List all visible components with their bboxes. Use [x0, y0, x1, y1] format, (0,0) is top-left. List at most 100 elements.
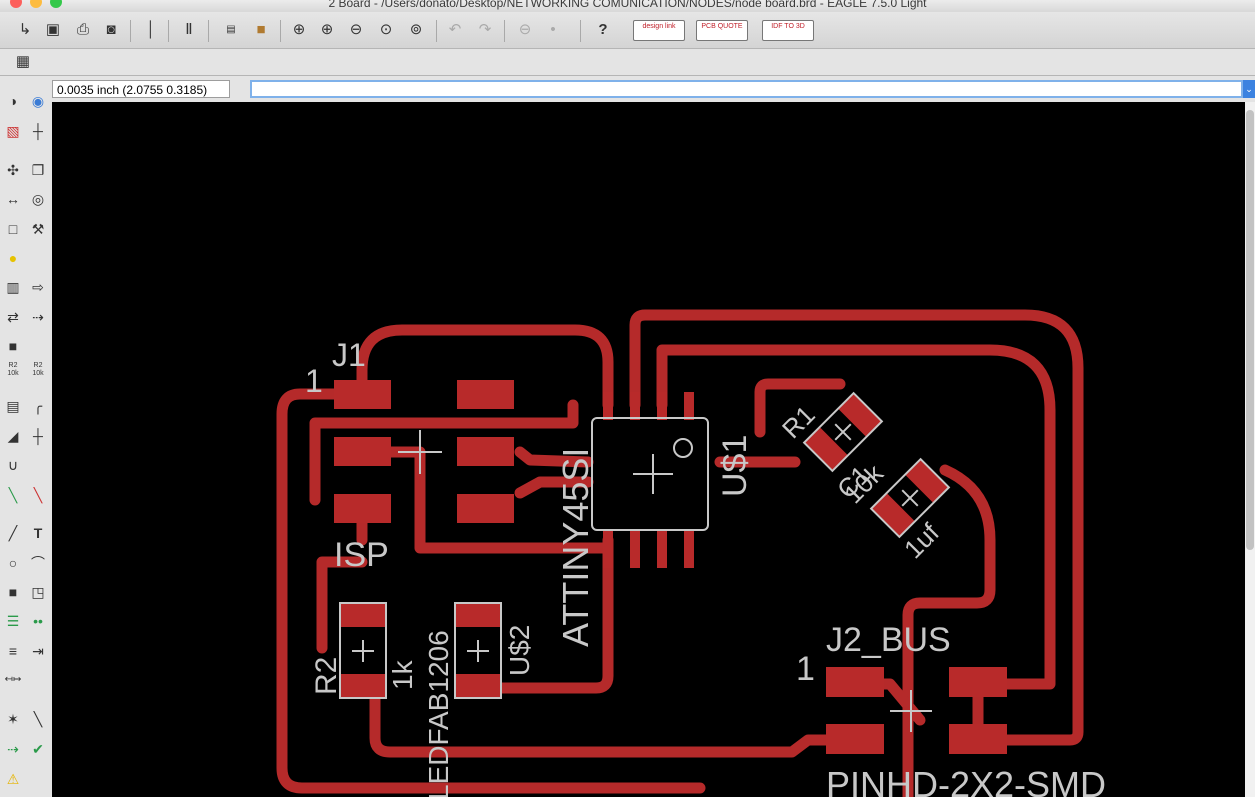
lock-icon[interactable]: ⇢: [32, 309, 44, 325]
errors-icon[interactable]: ⚠: [6, 771, 20, 787]
delete-icon[interactable]: ▥: [6, 279, 20, 295]
split-icon[interactable]: ╭: [33, 398, 43, 414]
use-library-icon[interactable]: │: [146, 21, 156, 38]
pad: [804, 427, 848, 471]
pad: [455, 603, 501, 627]
origin-cross: [834, 423, 852, 441]
r1-outline: [802, 391, 884, 473]
replace-icon[interactable]: ⇄: [7, 309, 19, 325]
pad: [905, 459, 949, 503]
go-icon[interactable]: •: [550, 21, 556, 38]
hole-icon[interactable]: ≡: [8, 643, 18, 659]
print-icon[interactable]: ⎙: [76, 21, 89, 38]
label-attiny: ATTINY45SI: [555, 448, 596, 647]
miter-icon[interactable]: ▤: [6, 398, 20, 414]
origin-cross: [901, 489, 919, 507]
pcb-quote-button[interactable]: PCB QUOTE: [696, 20, 748, 41]
move-icon[interactable]: ✣: [7, 162, 19, 178]
display-icon[interactable]: ▧: [6, 123, 20, 139]
toolbar-separator: [168, 20, 169, 42]
paste-icon[interactable]: ●: [8, 250, 18, 266]
minimize-window-button[interactable]: [30, 0, 42, 8]
text-tool-icon[interactable]: ╲: [33, 487, 43, 503]
command-history-dropdown[interactable]: ⌄: [1243, 80, 1255, 98]
zoom-redraw-icon[interactable]: ⊙: [379, 21, 393, 38]
copy-icon[interactable]: ❐: [31, 162, 45, 178]
idf-label: IDF TO 3D: [771, 23, 805, 30]
zoom-fit-icon[interactable]: ⊕: [292, 21, 306, 38]
schematic-switch-icon[interactable]: ▤: [226, 24, 236, 35]
cam-icon[interactable]: ◙: [106, 21, 116, 38]
dimension-icon[interactable]: ↤↦: [4, 674, 22, 685]
info-icon[interactable]: ◑: [8, 93, 18, 109]
erc-icon[interactable]: ⇢: [7, 741, 19, 757]
toolbar-separator: [436, 20, 437, 42]
toolbar-separator: [504, 20, 505, 42]
rotate-icon[interactable]: ◎: [31, 191, 45, 207]
ripup-icon[interactable]: ∪: [7, 457, 19, 473]
pad: [684, 392, 694, 420]
show-icon[interactable]: ◉: [31, 93, 45, 109]
trace: [369, 694, 861, 758]
via-icon[interactable]: ☰: [6, 613, 20, 629]
grid-icon[interactable]: ▦: [15, 53, 31, 70]
polygon-icon[interactable]: ◳: [31, 584, 45, 600]
label-r2-value: 1k: [387, 659, 418, 690]
save-icon[interactable]: ▣: [45, 21, 61, 38]
open-icon[interactable]: ↳: [18, 21, 32, 38]
undo-icon[interactable]: ↶: [448, 21, 462, 38]
wire-icon[interactable]: ╲: [8, 487, 18, 503]
scrollbar-thumb[interactable]: [1246, 110, 1254, 550]
title-bar: 2 Board - /Users/donato/Desktop/NETWORKI…: [0, 0, 1255, 12]
r2-label: R2: [8, 362, 18, 369]
idf-button[interactable]: IDF TO 3D: [762, 20, 814, 41]
signal-icon[interactable]: ••: [33, 613, 43, 629]
board-switch-icon[interactable]: ■: [256, 21, 266, 38]
label-us2: U$2: [504, 625, 535, 676]
origin-cross: [352, 640, 374, 662]
zoom-in-icon[interactable]: ⊕: [320, 21, 334, 38]
close-window-button[interactable]: [10, 0, 22, 8]
silkscreen: [339, 391, 951, 732]
redo-icon[interactable]: ↷: [478, 21, 492, 38]
main-toolbar: ↳ ▣ ⎙ ◙ │ Ⅱ ▤ ■ ⊕ ⊕ ⊖ ⊙ ⊚ ↶ ↷ ⊖ • ? desi…: [0, 12, 1255, 49]
pad: [603, 392, 613, 420]
change-icon[interactable]: ⚒: [31, 221, 45, 237]
mark-icon[interactable]: ┼: [33, 123, 43, 139]
trace: [309, 399, 579, 506]
drc-icon[interactable]: ✔: [32, 741, 44, 757]
line-icon[interactable]: ╱: [8, 525, 18, 541]
pad: [871, 493, 915, 537]
text-icon[interactable]: T: [33, 525, 43, 541]
zoom-select-icon[interactable]: ⊚: [409, 21, 423, 38]
group-icon[interactable]: □: [8, 221, 18, 237]
attribute-icon[interactable]: ⇥: [32, 643, 44, 659]
label-pinhd: PINHD-2X2-SMD: [826, 764, 1106, 797]
pad: [334, 437, 391, 466]
add-icon[interactable]: ⇨: [32, 279, 44, 295]
optimize-icon[interactable]: ◢: [7, 428, 19, 444]
pad: [603, 530, 613, 568]
zoom-out-icon[interactable]: ⊖: [349, 21, 363, 38]
help-icon[interactable]: ?: [598, 21, 608, 38]
rect-icon[interactable]: ■: [8, 584, 18, 600]
designlink-button[interactable]: design link: [633, 20, 685, 41]
stop-icon[interactable]: ⊖: [518, 21, 532, 38]
board-canvas[interactable]: J1 1 ISP ATTINY45SI U$1 R1 10k C1 1uf J2…: [52, 102, 1245, 797]
arc-icon[interactable]: ⌒: [31, 555, 45, 571]
mirror-icon[interactable]: ↔: [6, 191, 20, 207]
pcb-quote-label: PCB QUOTE: [701, 23, 743, 30]
command-input[interactable]: [250, 80, 1243, 98]
circle-icon[interactable]: ○: [8, 555, 18, 571]
ratsnest-icon[interactable]: ✶: [7, 711, 19, 727]
vertical-scrollbar[interactable]: [1245, 102, 1255, 797]
zoom-window-button[interactable]: [50, 0, 62, 8]
autorouter-icon[interactable]: ╲: [33, 711, 43, 727]
pad: [340, 674, 386, 698]
ulp-icon[interactable]: Ⅱ: [185, 21, 193, 38]
name-icon[interactable]: ■: [8, 338, 18, 354]
attiny-outline: [591, 417, 709, 531]
route-icon[interactable]: ┼: [33, 428, 43, 444]
